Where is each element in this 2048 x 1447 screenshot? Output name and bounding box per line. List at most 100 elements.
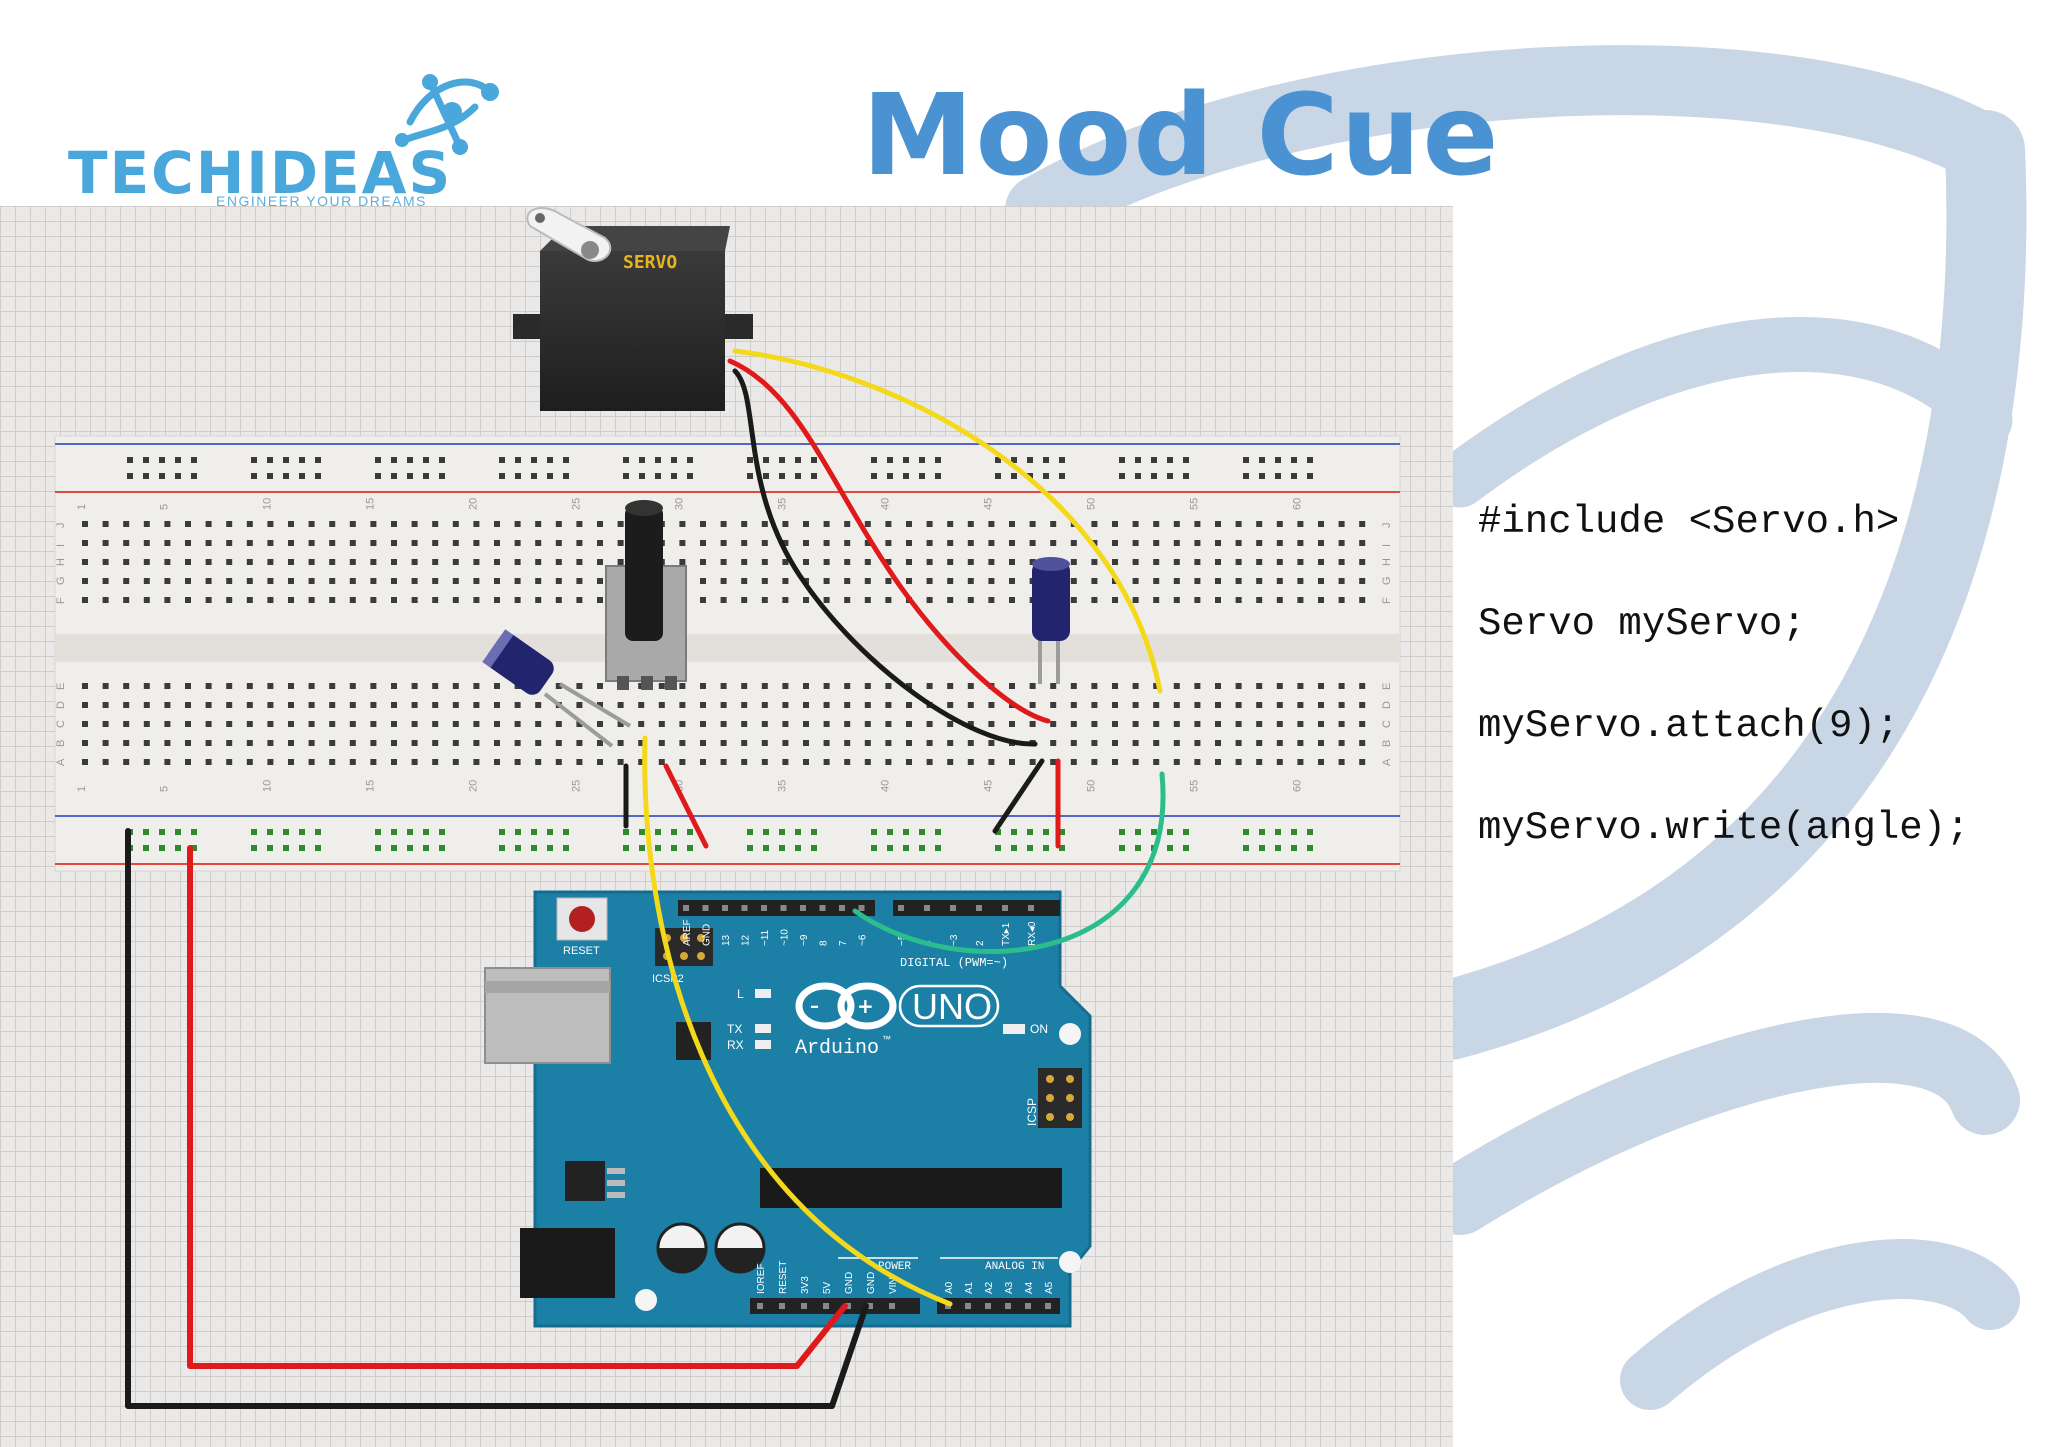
on-led-label: ON [1030,1022,1048,1036]
arduino-brand-label: Arduino [795,1037,879,1060]
power-label: POWER [878,1261,911,1273]
power-pin-label: GND [844,1272,855,1294]
column-number-label: 60 [1291,498,1303,510]
tx-led-label: TX [727,1022,742,1036]
row-letter-label: D [1381,701,1393,709]
row-letter-label: E [55,683,67,690]
row-letter-label: B [55,740,67,747]
row-letter-label: A [1381,758,1393,766]
column-number-label: 10 [261,780,273,792]
column-number-label: 25 [570,498,582,510]
icsp2-label: ICSP2 [652,973,684,985]
reset-label: RESET [563,945,600,957]
column-number-label: 20 [467,498,479,510]
column-number-label: 35 [776,780,788,792]
power-pin-label: GND [866,1272,877,1294]
analog-pin-label: A5 [1044,1281,1055,1294]
row-letter-label: F [55,597,67,604]
logo-wordmark: TECHIDEAS [68,139,453,207]
row-letter-label: D [55,701,67,709]
servo-label: SERVO [623,252,677,273]
molecule-logo-icon [395,74,499,155]
reset-button-cap [569,906,595,932]
l-led-label: L [737,987,744,1001]
column-number-label: 15 [364,498,376,510]
capacitor-right [1032,557,1070,684]
rx-led-label: RX [727,1038,744,1052]
row-letter-label: I [55,544,67,547]
analog-pin-label: A3 [1004,1281,1015,1294]
row-letter-label: B [1381,740,1393,747]
power-header [750,1298,920,1314]
atmega-chip [760,1168,1062,1208]
row-letter-label: J [55,523,67,529]
wire-yellow-pot-a0 [642,735,953,1307]
row-letter-label: I [1381,544,1393,547]
digital-pin-label: ~3 [949,934,960,946]
digital-pin-label: ~10 [780,929,791,946]
digital-pin-label: ~5 [897,934,908,946]
wire-black-rail-ground [125,828,869,1409]
breadboard: 1155101015152020252530303535404045455050… [54,435,1401,872]
column-number-label: 1 [76,504,88,510]
column-number-label: 30 [673,498,685,510]
digital-pin-label: 7 [838,940,849,946]
column-number-label: 55 [1188,780,1200,792]
digital-pin-label: ~6 [858,934,869,946]
code-line-attach: myServo.attach(9); [1478,704,1900,748]
row-letter-label: G [1381,576,1393,585]
power-pin-label: RESET [778,1261,789,1294]
column-number-label: 25 [570,780,582,792]
wire-black-jumper-cap [992,758,1045,834]
icsp-header [1038,1068,1082,1128]
analog-pin-label: A1 [964,1281,975,1294]
wire-red-servo [727,358,1051,724]
uno-model-label: UNO [912,986,992,1027]
servo-motor: SERVO [513,207,753,411]
power-pin-label: IOREF [756,1263,767,1294]
potentiometer [605,500,687,690]
row-letter-label: C [1381,720,1393,728]
column-number-label: 45 [982,780,994,792]
row-letter-label: A [55,758,67,766]
servo-horn [526,207,612,262]
row-letter-label: H [55,558,67,566]
wire-yellow-servo [732,348,1163,694]
column-number-label: 20 [467,780,479,792]
column-number-label: 45 [982,498,994,510]
column-number-label: 40 [879,780,891,792]
uno-badge [898,984,1000,1028]
trademark-symbol: ™ [882,1034,891,1044]
digital-pin-label: GND [702,924,713,946]
column-number-label: 10 [261,498,273,510]
digital-pin-label: ~11 [760,929,771,946]
digital-pwm-label: DIGITAL (PWM=~) [900,956,1008,970]
icsp-label: ICSP [1025,1098,1039,1126]
wire-red-jumper-pot [663,763,709,849]
digital-pin-label: 8 [819,940,830,946]
power-pin-label: VIN [888,1277,899,1294]
slide-title: Mood Cue [862,71,1501,201]
column-number-label: 55 [1188,498,1200,510]
column-number-label: 50 [1085,780,1097,792]
digital-pin-label: AREF [682,919,693,946]
column-number-label: 5 [158,504,170,510]
digital-pin-label: RX◂0 [1027,921,1038,946]
analog-in-label: ANALOG IN [985,1261,1044,1273]
code-line-declare: Servo myServo; [1478,602,1806,646]
techideas-logo: TECHIDEAS ENGINEER YOUR DREAMS [68,62,508,212]
column-number-label: 50 [1085,498,1097,510]
digital-pin-label: 12 [741,934,752,946]
digital-pin-label: ~9 [799,934,810,946]
capacitor-left [482,629,632,748]
digital-header-left [678,900,875,916]
column-number-label: 1 [76,786,88,792]
code-line-write: myServo.write(angle); [1478,806,1970,850]
column-number-label: 60 [1291,780,1303,792]
logo-tagline: ENGINEER YOUR DREAMS [216,193,427,209]
analog-header [937,1298,1060,1314]
row-letter-label: H [1381,558,1393,566]
